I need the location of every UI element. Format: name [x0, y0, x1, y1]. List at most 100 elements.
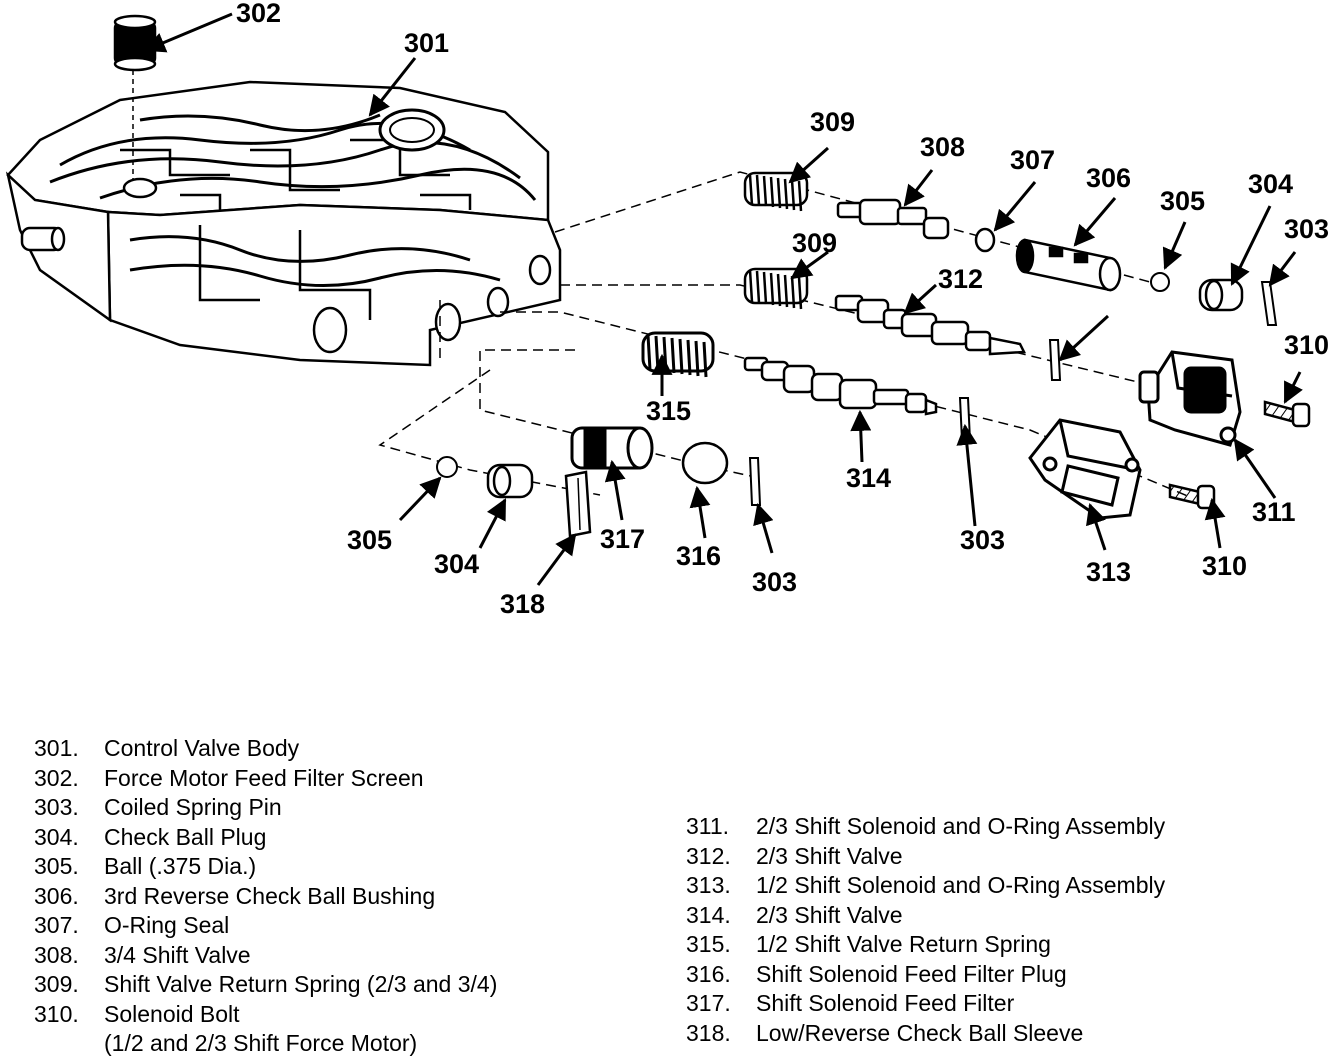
legend-item-number: 316. — [686, 960, 731, 987]
legend-item-text: 3rd Reverse Check Ball Bushing — [104, 882, 436, 909]
legend-item-number: 309. — [34, 971, 79, 997]
legend-item-text: Check Ball Plug — [104, 823, 267, 850]
callout-310-lower: 310 — [1202, 551, 1247, 581]
callout-311: 311 — [1252, 497, 1296, 527]
legend-item-text: Shift Solenoid Feed Filter Plug — [756, 960, 1067, 987]
callout-316: 316 — [676, 541, 721, 571]
legend-item-number: 311. — [686, 813, 730, 839]
legend-item-number: 308. — [34, 941, 79, 968]
pin-303-left — [748, 457, 762, 506]
callout-315: 315 — [646, 396, 691, 426]
callout-303-lower: 303 — [960, 525, 1005, 555]
filter-317 — [570, 426, 654, 470]
callout-302: 302 — [236, 0, 281, 28]
solenoid-313 — [1028, 418, 1142, 520]
callout-labels: 302 301 309 308 307 306 305 304 303 309 … — [236, 0, 1329, 619]
legend-item: 313. 1/2 Shift Solenoid and O-Ring Assemb… — [686, 871, 1165, 901]
callout-305-upper: 305 — [1160, 186, 1205, 216]
legend-item: 307. O-Ring Seal — [34, 911, 497, 941]
valve-312 — [834, 294, 1026, 356]
legend-item-text: Ball (.375 Dia.) — [104, 853, 257, 879]
legend-item-number: 303. — [34, 794, 79, 820]
ball-305-lower — [436, 456, 458, 478]
legend-item: 312. 2/3 Shift Valve — [686, 842, 1165, 872]
o-ring-307 — [974, 227, 996, 253]
legend-item: 304. Check Ball Plug — [34, 823, 497, 853]
valve-314 — [743, 356, 938, 416]
legend-item-text: Low/Reverse Check Ball Sleeve — [756, 1019, 1084, 1046]
legend-item: 315.1/2 Shift Valve Return Spring — [686, 930, 1165, 960]
exploded-diagram: 302 301 309 308 307 306 305 304 303 309 … — [5, 0, 1329, 619]
legend-item-number: 304. — [34, 823, 79, 850]
legend-item-number: 301. — [34, 735, 79, 761]
callout-306: 306 — [1086, 163, 1131, 193]
legend-item: 301. Control Valve Body — [34, 734, 497, 764]
callout-304-upper: 304 — [1248, 169, 1293, 199]
legend-item-text: 1/2 Shift Solenoid and O-Ring Assembly — [756, 872, 1166, 898]
legend-item: 310. Solenoid Bolt — [34, 1000, 497, 1030]
legend-item-text: Coiled Spring Pin — [104, 794, 282, 820]
callout-308: 308 — [920, 132, 965, 162]
callout-303-upper: 303 — [1284, 214, 1329, 244]
legend-item: 309.Shift Valve Return Spring (2/3 and 3… — [34, 970, 497, 1000]
legend-item-number: 318. — [686, 1019, 731, 1046]
legend-item-text: Force Motor Feed Filter Screen — [104, 764, 424, 791]
legend-item-number: 305. — [34, 853, 79, 879]
legend-item-text: 1/2 Shift Valve Return Spring — [756, 931, 1051, 957]
callout-307: 307 — [1010, 145, 1055, 175]
filter-screen — [113, 14, 157, 180]
callout-314: 314 — [846, 463, 891, 493]
plug-304-upper — [1198, 278, 1244, 312]
legend-item-number: 306. — [34, 882, 79, 909]
control-valve-body — [5, 80, 562, 367]
legend-item: 314. 2/3 Shift Valve — [686, 901, 1165, 931]
ball-305-upper — [1150, 272, 1170, 292]
legend-item: 316. Shift Solenoid Feed Filter Plug — [686, 960, 1165, 990]
legend-item: 303. Coiled Spring Pin — [34, 793, 497, 823]
plug-304-lower — [486, 463, 534, 499]
callout-313: 313 — [1086, 557, 1131, 587]
legend-item-number: 312. — [686, 842, 731, 869]
callout-310-upper: 310 — [1284, 330, 1329, 360]
parts-legend-right: 311.2/3 Shift Solenoid and O-Ring Assemb… — [686, 812, 1165, 1048]
legend-item-number: 313. — [686, 872, 731, 898]
parts-legend-left: 301. Control Valve Body 302. Force Motor Fe… — [34, 734, 497, 1059]
pin-303-mid — [1048, 339, 1062, 381]
leader-arrows — [144, 12, 1303, 586]
legend-item-text: Control Valve Body — [104, 735, 300, 761]
legend-item: 306. 3rd Reverse Check Ball Bushing — [34, 882, 497, 912]
callout-309-upper: 309 — [810, 107, 855, 137]
callout-305-lower: 305 — [347, 525, 392, 555]
bolt-310-lower — [1168, 483, 1216, 510]
callout-304-lower: 304 — [434, 549, 479, 579]
pin-303-upper — [1260, 281, 1278, 326]
legend-item: 305. Ball (.375 Dia.) — [34, 852, 497, 882]
spring-309-upper — [743, 171, 809, 212]
sleeve-318 — [564, 470, 592, 538]
legend-item-number: 310. — [34, 1000, 79, 1027]
legend-item-text: 3/4 Shift Valve — [104, 941, 251, 968]
legend-item: 311.2/3 Shift Solenoid and O-Ring Assemb… — [686, 812, 1165, 842]
legend-item: 308. 3/4 Shift Valve — [34, 941, 497, 971]
legend-item-text: Solenoid Bolt — [104, 1000, 240, 1027]
callout-309-lower: 309 — [792, 228, 837, 258]
legend-item-text: 2/3 Shift Valve — [756, 901, 903, 928]
callout-312: 312 — [938, 264, 983, 294]
spring-315 — [641, 331, 715, 378]
bushing-306 — [1015, 238, 1122, 292]
callout-317: 317 — [600, 524, 645, 554]
legend-item-continuation: (1/2 and 2/3 Shift Force Motor) — [104, 1030, 418, 1056]
legend-item: 317. Shift Solenoid Feed Filter — [686, 989, 1165, 1019]
legend-item-text: Shift Solenoid Feed Filter — [756, 990, 1015, 1016]
legend-item-number: 314. — [686, 901, 731, 928]
legend-item-number: 307. — [34, 912, 79, 938]
callout-303-left: 303 — [752, 567, 797, 597]
legend-item-number: 317. — [686, 990, 731, 1016]
legend-item-text: O-Ring Seal — [104, 912, 230, 938]
legend-item-number: 302. — [34, 764, 79, 791]
solenoid-311 — [1138, 350, 1242, 447]
legend-item: 302. Force Motor Feed Filter Screen — [34, 764, 497, 794]
callout-318: 318 — [500, 589, 545, 619]
legend-item: 318. Low/Reverse Check Ball Sleeve — [686, 1019, 1165, 1049]
legend-item-text: 2/3 Shift Valve — [756, 842, 903, 869]
